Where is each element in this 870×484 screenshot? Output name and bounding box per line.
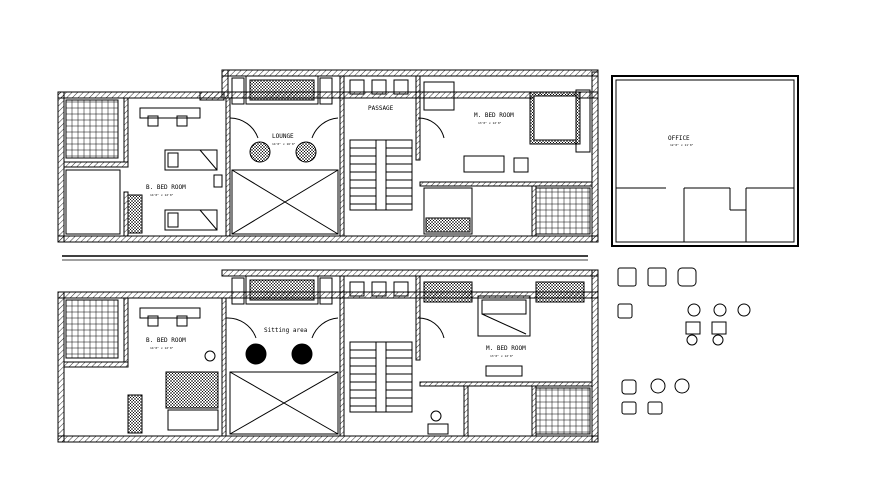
bed-icon xyxy=(164,149,223,231)
lounge-label: LOUNGE xyxy=(272,133,294,140)
bath-tiles-right xyxy=(535,387,591,435)
door-swing-icon xyxy=(225,317,445,339)
master-bed-label: M. BED ROOM xyxy=(474,112,514,119)
chair-icon xyxy=(677,267,697,287)
chair-icon xyxy=(291,343,313,365)
chair-icon xyxy=(617,267,637,287)
bed-icon xyxy=(477,295,531,337)
wardrobe-icon xyxy=(127,394,143,434)
furniture-legend xyxy=(617,267,751,415)
bath-tiles-left xyxy=(65,99,119,159)
toilet-icon xyxy=(427,410,449,435)
sofa-icon xyxy=(463,155,529,173)
dining-table-icon xyxy=(139,307,201,327)
store-left xyxy=(65,169,121,235)
lower-room-1-label: B. BED ROOM xyxy=(146,337,186,344)
sofa-icon xyxy=(349,281,409,297)
office-size: 12'0" x 11'0" xyxy=(670,143,694,147)
wardrobe-icon xyxy=(423,281,473,303)
kitchen-slab xyxy=(249,79,315,101)
lower-master-bed-label: M. BED ROOM xyxy=(486,345,526,352)
master-bed-size: 13'0" x 12'0" xyxy=(478,121,502,125)
sitting-area-label: Sitting area xyxy=(264,327,308,334)
chair-icon xyxy=(249,141,271,163)
stair-icon xyxy=(349,139,413,211)
lower-floor-plan: B. BED ROOM 14'0" x 12'0" Sitting area xyxy=(57,269,599,443)
lower-master-bed-size: 13'0" x 12'0" xyxy=(490,354,514,358)
lower-interior-walls xyxy=(63,275,593,437)
dresser xyxy=(485,365,523,377)
sofa-icon xyxy=(349,79,409,95)
wardrobe-icon xyxy=(127,194,143,234)
chair-icon xyxy=(621,378,690,415)
bath-tiles-left xyxy=(65,299,119,359)
lounge-counter xyxy=(245,75,319,105)
chair-icon xyxy=(245,343,267,365)
lounge-counter xyxy=(245,275,319,305)
bath-tiles-right xyxy=(535,187,591,235)
office-label: OFFICE xyxy=(668,135,690,142)
upper-outer-walls xyxy=(57,69,599,243)
stair-icon xyxy=(349,341,413,413)
dining-table-icon xyxy=(139,107,201,127)
chair-icon xyxy=(295,141,317,163)
upper-interior-walls xyxy=(63,75,593,237)
bed-icon xyxy=(165,350,219,431)
void-cross xyxy=(231,169,339,235)
upper-room-1-label: B. BED ROOM xyxy=(146,184,186,191)
chair-icon xyxy=(617,303,633,319)
lower-room-1-size: 14'0" x 12'0" xyxy=(150,346,174,350)
lounge-size: 14'0" x 16'0" xyxy=(272,142,296,146)
bed-icon xyxy=(529,89,591,153)
wardrobe-icon xyxy=(423,81,455,111)
chair-icon xyxy=(647,267,667,287)
lower-outer-walls xyxy=(57,269,599,443)
upper-floor-plan: B. BED ROOM 14'0" x 12'0" LOUNGE 14'0" x… xyxy=(57,69,599,243)
annex-plan: OFFICE 12'0" x 11'0" xyxy=(611,75,799,247)
dining-table-icon xyxy=(685,303,751,346)
kitchen-slab xyxy=(249,279,315,301)
wardrobe-icon xyxy=(425,217,471,233)
wardrobe-icon xyxy=(535,281,585,303)
store-right xyxy=(423,187,473,235)
door-swing-icon xyxy=(229,117,445,139)
upper-room-1-size: 14'0" x 12'0" xyxy=(150,193,174,197)
void-cross xyxy=(229,371,339,435)
passage-label: PASSAGE xyxy=(368,105,394,112)
